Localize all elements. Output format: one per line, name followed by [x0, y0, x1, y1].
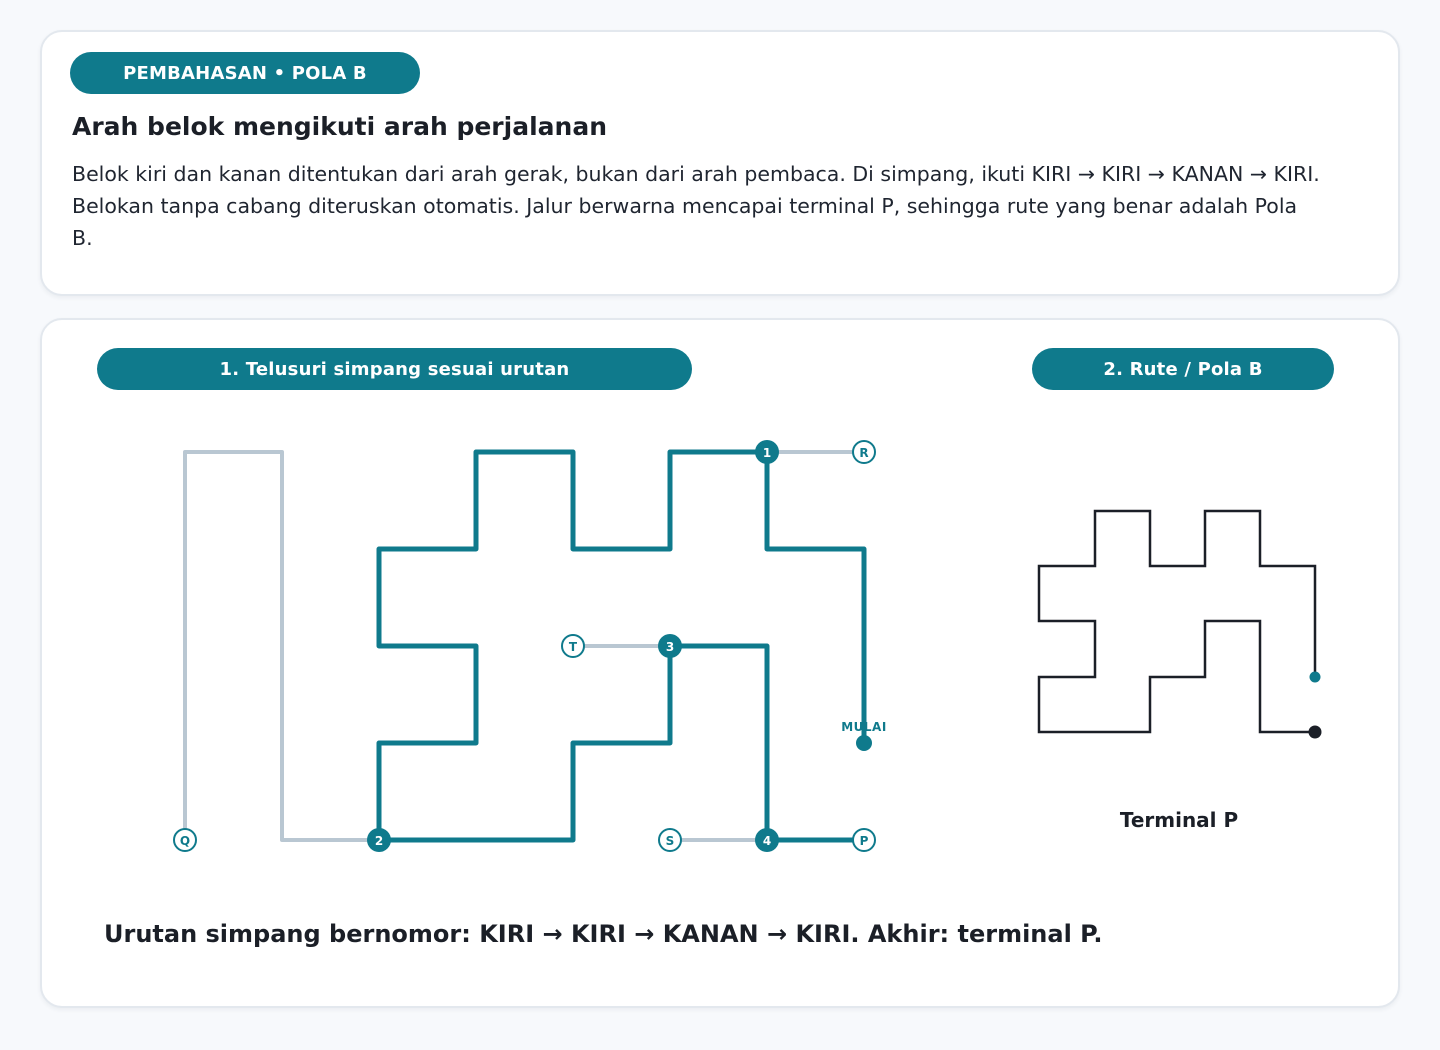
terminal-p: P: [852, 828, 876, 852]
explanation-card: PEMBAHASAN • POLA B Arah belok mengikuti…: [40, 30, 1400, 296]
terminal-t-label: T: [569, 640, 578, 654]
terminal-s-label: S: [666, 834, 675, 848]
junction-2-label: 2: [375, 834, 383, 848]
path-to-q: [183, 450, 381, 842]
junction-4: 4: [755, 828, 779, 852]
route-pattern-line: [1037, 509, 1317, 734]
start-dot: [856, 735, 872, 751]
junction-2: 2: [367, 828, 391, 852]
terminal-t: T: [561, 634, 585, 658]
terminal-r-label: R: [859, 446, 868, 460]
diagram-card: 1. Telusuri simpang sesuai urutan 2. Rut…: [40, 318, 1400, 1008]
terminal-caption: Terminal P: [1119, 808, 1239, 832]
terminal-q-label: Q: [180, 834, 190, 848]
step-2-label: 2. Rute / Pola B: [1032, 348, 1334, 390]
inactive-paths: [183, 450, 866, 842]
terminal-q: Q: [173, 828, 197, 852]
terminal-r: R: [852, 440, 876, 464]
junction-1-label: 1: [763, 446, 771, 460]
route-end-dot: [1308, 725, 1322, 739]
active-route: [376, 449, 867, 843]
start-label: MULAI: [841, 720, 887, 734]
step-1-label: 1. Telusuri simpang sesuai urutan: [97, 348, 692, 390]
junction-1: 1: [755, 440, 779, 464]
section-badge: PEMBAHASAN • POLA B: [70, 52, 420, 94]
explanation-headline: Arah belok mengikuti arah perjalanan: [72, 112, 607, 141]
route-start-dot: [1309, 671, 1321, 683]
explanation-text: Belok kiri dan kanan ditentukan dari ara…: [72, 162, 1320, 250]
junction-3: 3: [658, 634, 682, 658]
sequence-summary: Urutan simpang bernomor: KIRI → KIRI → K…: [104, 920, 1103, 948]
terminal-s: S: [658, 828, 682, 852]
junction-3-label: 3: [666, 640, 674, 654]
terminal-p-label: P: [860, 834, 869, 848]
junction-4-label: 4: [763, 834, 771, 848]
